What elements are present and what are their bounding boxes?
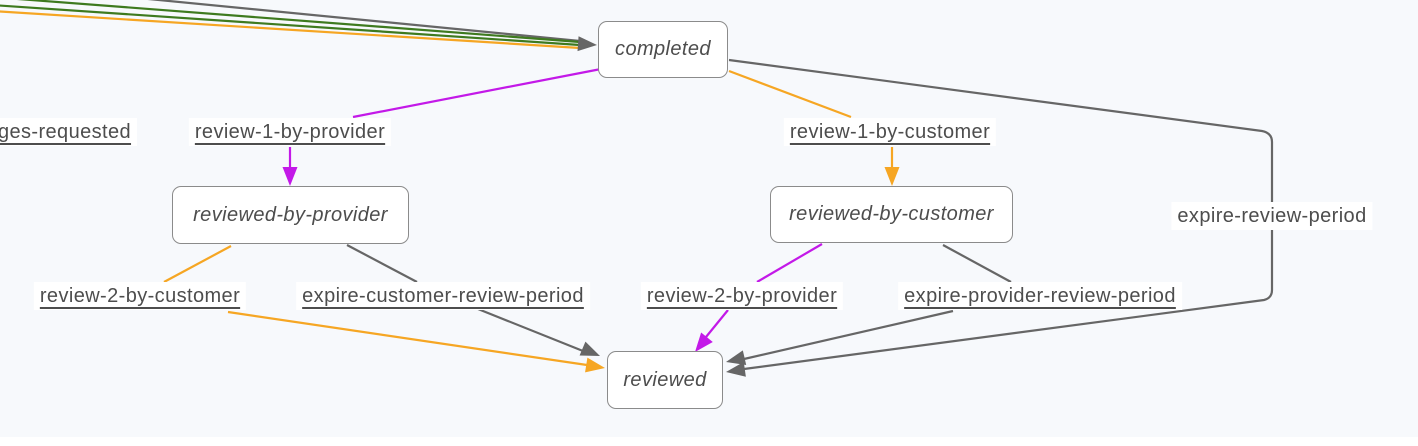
- edge-expire-customer-review-period-b: [477, 307, 584, 353]
- state-reviewed-by-provider: reviewed-by-provider: [172, 186, 409, 244]
- transition-label-review-2-by-customer[interactable]: review-2-by-customer: [33, 282, 247, 310]
- edge-review-2-by-customer-a: [163, 245, 232, 283]
- arrowhead-expire-review-period: [726, 361, 746, 377]
- edge-review-2-by-customer-b: [227, 310, 588, 367]
- edge-expire-provider-review-period-a: [942, 244, 1012, 283]
- arrowhead-review-2-by-provider: [695, 332, 713, 352]
- edge-into-completed-green-1: [16, 0, 581, 44]
- edge-into-completed-gray: [147, 0, 581, 43]
- page-background-strip: [0, 437, 1418, 446]
- arrowhead-expire-customer-review-period: [579, 341, 600, 356]
- edge-review-2-by-provider-b: [705, 309, 729, 338]
- transition-label-changes-requested[interactable]: changes-requested: [0, 118, 138, 146]
- arrowhead-review-2-by-customer: [585, 357, 605, 373]
- transition-label-review-1-by-customer[interactable]: review-1-by-customer: [783, 118, 997, 146]
- transition-label-expire-provider-review-period[interactable]: expire-provider-review-period: [898, 282, 1182, 310]
- arrowhead-expire-provider-review-period: [726, 350, 747, 366]
- state-reviewed-by-customer: reviewed-by-customer: [770, 186, 1013, 243]
- edge-review-1-by-customer-a: [728, 69, 852, 119]
- state-reviewed: reviewed: [607, 351, 723, 409]
- arrowhead-into-completed: [577, 36, 597, 52]
- edge-expire-provider-review-period-b: [743, 309, 954, 361]
- transition-label-expire-review-period: expire-review-period: [1171, 202, 1373, 230]
- edge-review-2-by-provider-a: [756, 243, 823, 283]
- state-completed: completed: [598, 21, 728, 78]
- arrowhead-review-1-by-provider: [282, 167, 298, 186]
- transition-label-review-2-by-provider[interactable]: review-2-by-provider: [640, 282, 844, 310]
- edge-expire-customer-review-period-a: [346, 244, 418, 283]
- arrowhead-review-1-by-customer: [884, 167, 900, 186]
- transition-label-review-1-by-provider[interactable]: review-1-by-provider: [188, 118, 392, 146]
- transition-label-expire-customer-review-period[interactable]: expire-customer-review-period: [296, 282, 590, 310]
- edge-review-1-by-provider-a: [352, 67, 602, 119]
- edge-into-completed-green-2: [0, 4, 581, 47]
- edge-into-completed-orange: [0, 10, 581, 50]
